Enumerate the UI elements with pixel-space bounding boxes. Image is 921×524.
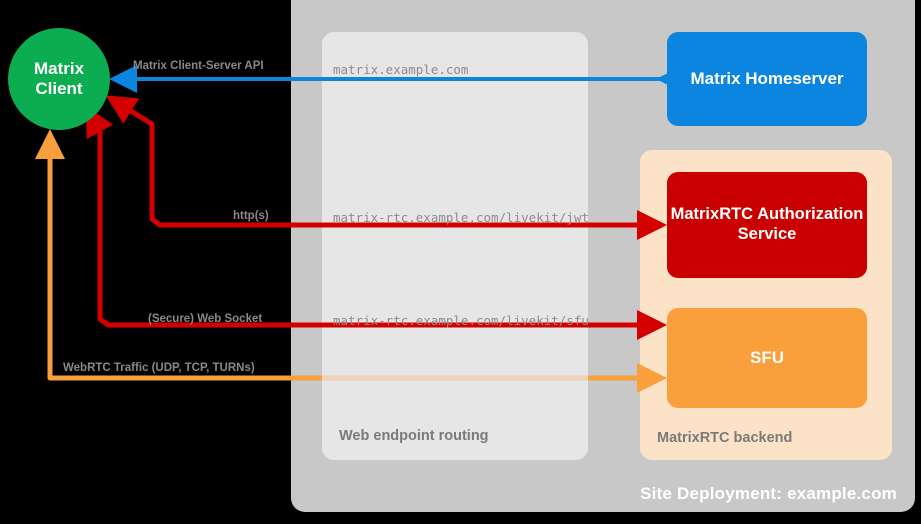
node-matrixrtc-authorization-service[interactable]: MatrixRTC Authorization Service bbox=[667, 172, 867, 278]
endpoint-matrix-example-com: matrix.example.com bbox=[333, 62, 469, 77]
matrix-client-line2: Client bbox=[35, 79, 83, 98]
sfu-label: SFU bbox=[750, 347, 784, 367]
edge-label-http-s: http(s) bbox=[233, 210, 269, 222]
matrix-client-line1: Matrix bbox=[33, 59, 85, 79]
endpoint-livekit-jwt: matrix-rtc.example.com/livekit/jwt bbox=[333, 210, 589, 225]
matrix-homeserver-label: Matrix Homeserver bbox=[690, 68, 844, 88]
edge-label-matrix-client-server-api: Matrix Client-Server API bbox=[133, 60, 264, 72]
node-matrix-client[interactable]: Matrix Client bbox=[8, 28, 110, 130]
node-matrix-homeserver[interactable]: Matrix Homeserver bbox=[667, 32, 867, 126]
matrixrtc-authorization-service-label: MatrixRTC Authorization Service bbox=[670, 205, 864, 243]
edge-secure-web-socket bbox=[85, 105, 687, 340]
edge-label-webrtc-traffic: WebRTC Traffic (UDP, TCP, TURNs) bbox=[63, 362, 255, 374]
site-deployment-label: Site Deployment: example.com bbox=[640, 484, 897, 503]
edge-label-secure-web-socket: (Secure) Web Socket bbox=[148, 313, 263, 325]
web-endpoint-routing-label: Web endpoint routing bbox=[339, 428, 489, 444]
matrixrtc-backend-label: MatrixRTC backend bbox=[657, 430, 793, 446]
endpoint-livekit-sfu: matrix-rtc.example.com/livekit/sfu bbox=[333, 313, 589, 328]
node-sfu[interactable]: SFU bbox=[667, 308, 867, 408]
